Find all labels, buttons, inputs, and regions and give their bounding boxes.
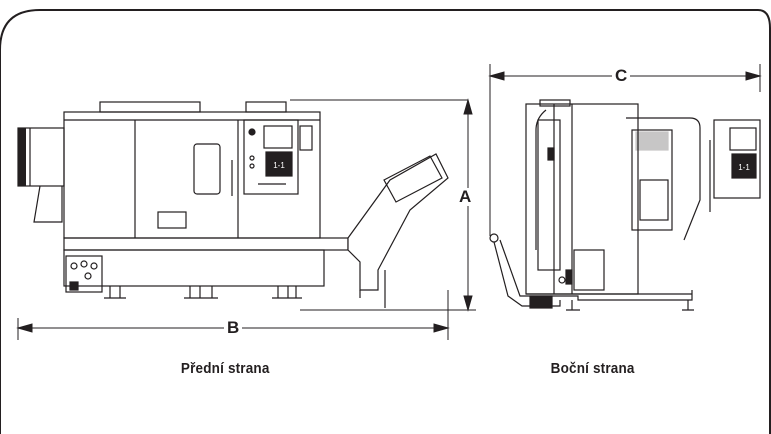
dimension-lines-side: [488, 64, 762, 236]
side-base: [499, 239, 693, 301]
side-view-caption: Boční strana: [550, 360, 635, 377]
front-view-machine: [17, 101, 449, 308]
frame-border: [0, 9, 771, 434]
side-enclosure: [525, 103, 639, 295]
dimension-label-b: B: [224, 319, 243, 337]
side-door: [631, 129, 673, 231]
door-window: [193, 143, 221, 195]
dimension-label-a: A: [456, 188, 475, 206]
dimension-lines-front: [16, 98, 476, 340]
control-panel: [243, 119, 299, 195]
side-view-machine: [489, 99, 761, 311]
front-view-caption: Přední strana: [180, 360, 270, 377]
dimension-label-c: C: [612, 67, 631, 85]
side-panel-display-text: 1-1: [738, 163, 750, 172]
front-panel-display-text: 1-1: [273, 161, 285, 170]
leveling-feet: [104, 286, 302, 299]
front-base: [63, 237, 349, 251]
side-control-panel: [713, 119, 761, 199]
chip-conveyor: [347, 153, 449, 291]
